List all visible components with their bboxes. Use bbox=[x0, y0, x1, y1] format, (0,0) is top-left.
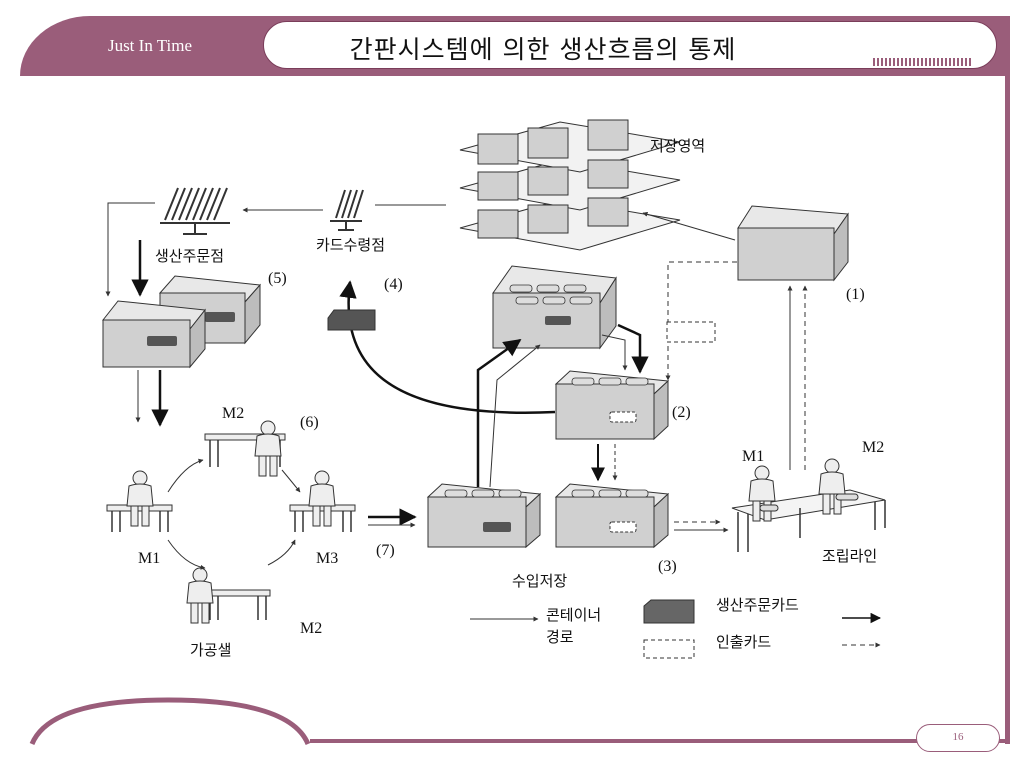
production-order-post-label: 생산주문점 bbox=[155, 247, 224, 265]
assembly-supply-container bbox=[737, 205, 849, 282]
inbound-storage-containers bbox=[426, 265, 670, 549]
worker-m2-line-label: M2 bbox=[862, 439, 884, 456]
processing-cell-label: 가공샐 bbox=[190, 641, 231, 659]
slide-title: 간판시스템에 의한 생산흐름의 통제 bbox=[349, 35, 737, 64]
frame-bottom-border bbox=[310, 739, 1010, 743]
inbound-storage-label: 수입저장 bbox=[512, 572, 567, 590]
header-subtitle: Just In Time bbox=[107, 36, 193, 55]
assembly-line bbox=[731, 458, 886, 552]
decorative-ticks bbox=[873, 58, 971, 66]
legend-withdrawal-card: 인출카드 bbox=[716, 633, 771, 651]
frame-right-border bbox=[1005, 16, 1010, 744]
step-5-label: (5) bbox=[268, 270, 287, 287]
processing-cell bbox=[106, 420, 356, 624]
production-post-containers bbox=[102, 275, 262, 369]
step-6-label: (6) bbox=[300, 414, 319, 431]
legend-container-route-line1: 콘테이너 bbox=[546, 606, 601, 624]
step-3-label: (3) bbox=[658, 558, 677, 575]
storage-shelves bbox=[459, 119, 681, 251]
worker-m3-label: M3 bbox=[316, 550, 338, 567]
production-order-post-rack bbox=[160, 187, 230, 235]
assembly-line-label: 조립라인 bbox=[822, 547, 877, 565]
card-receiving-post-label: 카드수령점 bbox=[316, 236, 385, 254]
legend-production-card: 생산주문카드 bbox=[716, 596, 799, 614]
worker-m2-bottom-label: M2 bbox=[300, 620, 322, 637]
legend-container-route-line2: 경로 bbox=[546, 628, 574, 646]
card-receiving-post-rack bbox=[330, 189, 364, 231]
worker-m2-top-label: M2 bbox=[222, 405, 244, 422]
step-2-label: (2) bbox=[672, 404, 691, 421]
page-number: 16 bbox=[916, 724, 1000, 752]
decorative-arc bbox=[29, 697, 311, 746]
step-7-label: (7) bbox=[376, 542, 395, 559]
step-1-label: (1) bbox=[846, 286, 865, 303]
worker-m1-left-label: M1 bbox=[138, 550, 160, 567]
worker-m1-line-label: M1 bbox=[742, 448, 764, 465]
legend: 콘테이너 경로 생산주문카드 인출카드 bbox=[470, 596, 882, 659]
step-4-label: (4) bbox=[384, 276, 403, 293]
storage-area-label: 저장영역 bbox=[650, 137, 705, 155]
